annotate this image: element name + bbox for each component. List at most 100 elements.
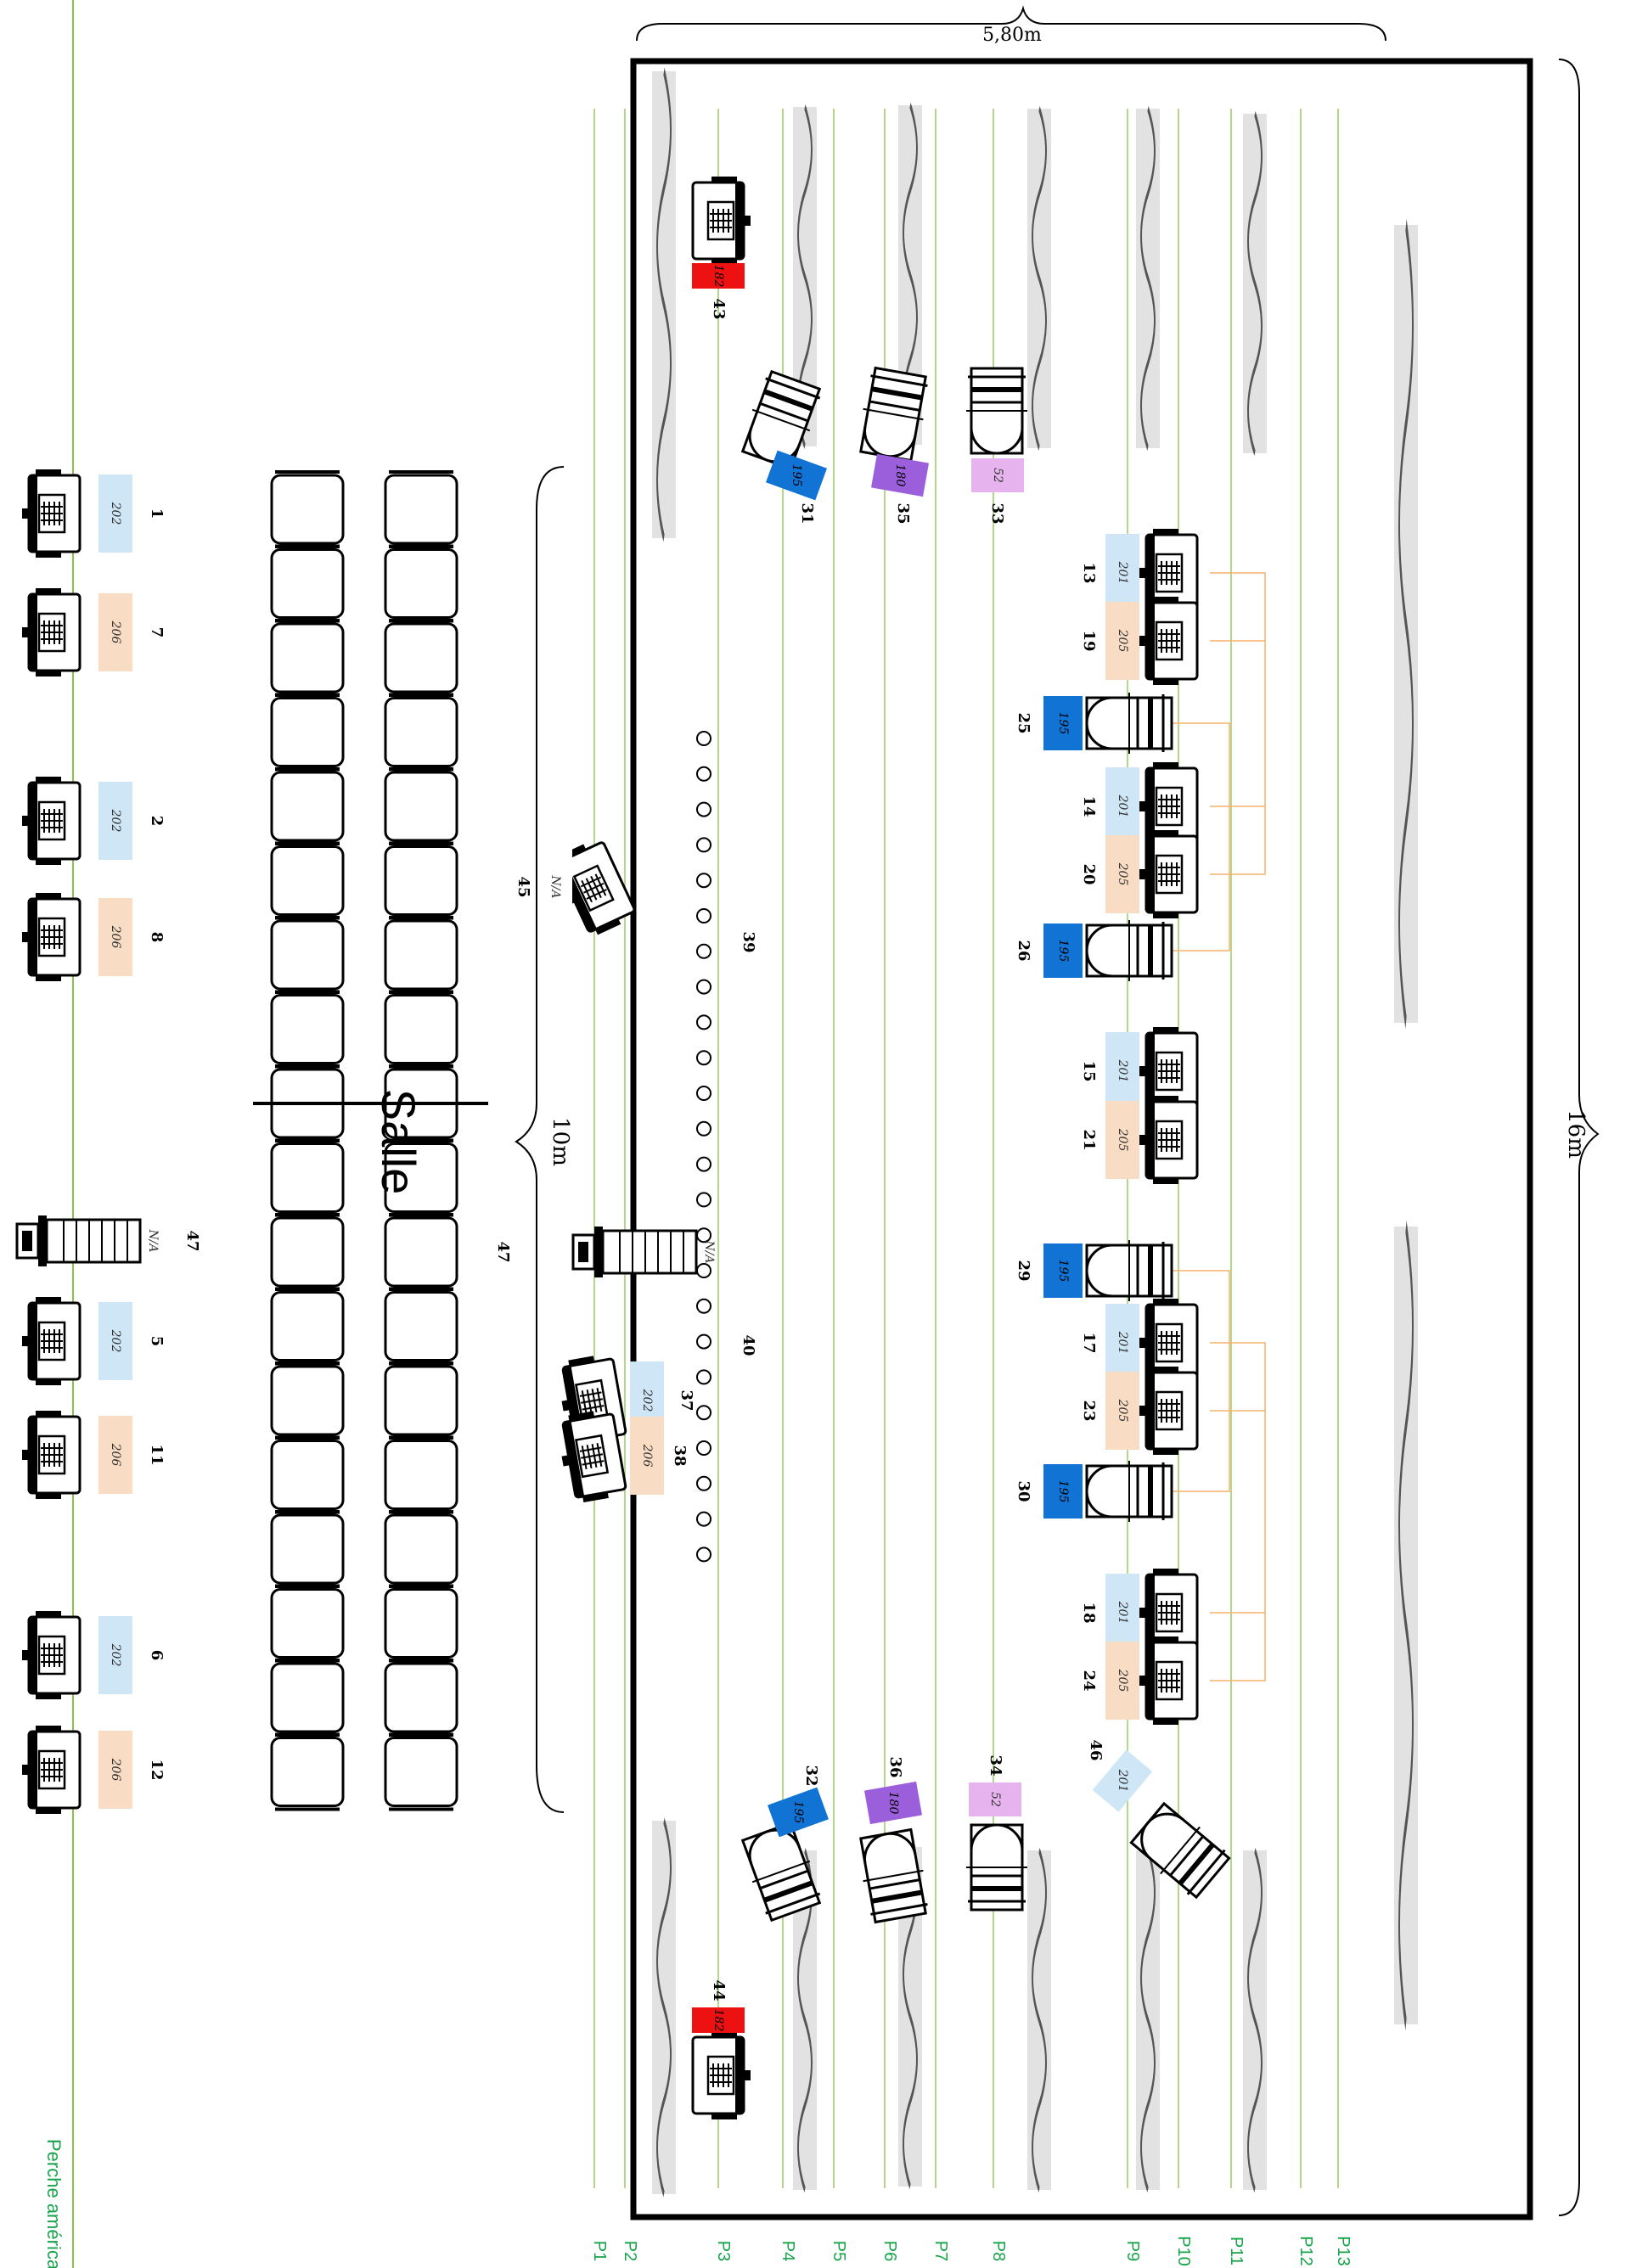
- fixture-id-label: 47: [494, 1241, 512, 1262]
- floor-circuit-socket: [696, 1086, 711, 1101]
- seat-icon: [384, 1213, 458, 1291]
- seat-icon: [384, 693, 458, 772]
- gel-filter-swatch: [969, 1782, 1021, 1816]
- curtain-drape-icon: [1394, 1227, 1418, 2024]
- fixture-id-label: 33: [988, 502, 1006, 524]
- gel-filter-swatch: [1105, 1304, 1139, 1382]
- fixture-par[interactable]: N/A47: [494, 1225, 716, 1279]
- profile-spotlight-icon: [1087, 920, 1172, 981]
- gel-filter-swatch: [1105, 1101, 1139, 1179]
- fixture-id-label: 37: [678, 1389, 695, 1411]
- fixture-pc[interactable]: 205 21: [1080, 1094, 1199, 1186]
- gel-filter-swatch: [1105, 1642, 1139, 1720]
- gel-filter-label: 205: [1116, 1128, 1129, 1152]
- batten-label: P12: [1296, 2236, 1315, 2266]
- curtain-drape-icon: [1136, 109, 1160, 448]
- seat-icon: [384, 1659, 458, 1737]
- par-can-icon: [15, 1214, 142, 1268]
- seat-icon: [384, 1510, 458, 1588]
- fixture-id-label: 15: [1080, 1060, 1098, 1081]
- pc-spotlight-icon: [1138, 1635, 1199, 1726]
- gel-filter-label: 182: [711, 265, 725, 288]
- par-can-icon: [571, 1225, 698, 1279]
- fixture-id-label: 23: [1080, 1400, 1098, 1421]
- pc-spotlight-icon: [20, 468, 82, 559]
- fixture-pc[interactable]: 205 23: [1080, 1365, 1199, 1457]
- fixture-id-label: 46: [1087, 1739, 1105, 1760]
- fixture-id-label: 6: [148, 1650, 166, 1661]
- gel-filter-label: 180: [893, 464, 907, 487]
- gel-filter-label: 206: [640, 1444, 654, 1468]
- floor-circuit-socket: [696, 1050, 711, 1066]
- floor-circuit-socket: [696, 979, 711, 995]
- gel-filter-label: 205: [1116, 1399, 1129, 1423]
- fixture-id-label: 20: [1080, 863, 1098, 884]
- floor-circuit-socket: [696, 1120, 711, 1137]
- gel-filter-swatch: [98, 1416, 132, 1494]
- batten-label: P4: [779, 2241, 797, 2261]
- fixture-id-label: 21: [1080, 1129, 1098, 1150]
- batten-label: P1: [590, 2241, 609, 2261]
- width-label: 5,80m: [982, 25, 1042, 46]
- batten-label: P11: [1227, 2237, 1246, 2265]
- seat-icon: [384, 1584, 458, 1663]
- floor-circuit-socket: [696, 1440, 711, 1456]
- fixture-id-label: 26: [1015, 940, 1032, 961]
- fixture-pc[interactable]: 206 38: [554, 1406, 689, 1507]
- curtain-drape-icon: [1394, 225, 1418, 1023]
- curtain-drape-icon: [1136, 1850, 1160, 2190]
- gel-filter-swatch: [538, 848, 572, 926]
- gel-filter-swatch: [766, 450, 827, 501]
- fixture-id-label: 2: [148, 816, 166, 827]
- audience-label: Salle: [372, 1089, 425, 1195]
- floor-circuit-socket: [696, 1547, 711, 1563]
- fixture-pc[interactable]: N/A45: [515, 834, 639, 942]
- floor-circuit-socket: [696, 943, 711, 959]
- fixture-id-label: 38: [671, 1445, 689, 1466]
- pc-spotlight-icon: [691, 2029, 752, 2121]
- gel-filter-swatch: [1043, 1464, 1083, 1519]
- gel-filter-label: N/A: [548, 874, 562, 898]
- seat-icon: [384, 544, 458, 623]
- fixture-id-label: 1: [148, 508, 166, 519]
- gel-filter-label: 201: [1116, 1601, 1129, 1625]
- batten-label: P2: [621, 2241, 639, 2261]
- seat-icon: [384, 470, 458, 548]
- seat-icon: [270, 544, 345, 623]
- seat-icon: [384, 916, 458, 994]
- seat-icon: [384, 1361, 458, 1440]
- depth-label: 16m: [1563, 1109, 1589, 1159]
- seat-icon: [270, 1287, 345, 1366]
- gel-filter-swatch: [98, 898, 132, 976]
